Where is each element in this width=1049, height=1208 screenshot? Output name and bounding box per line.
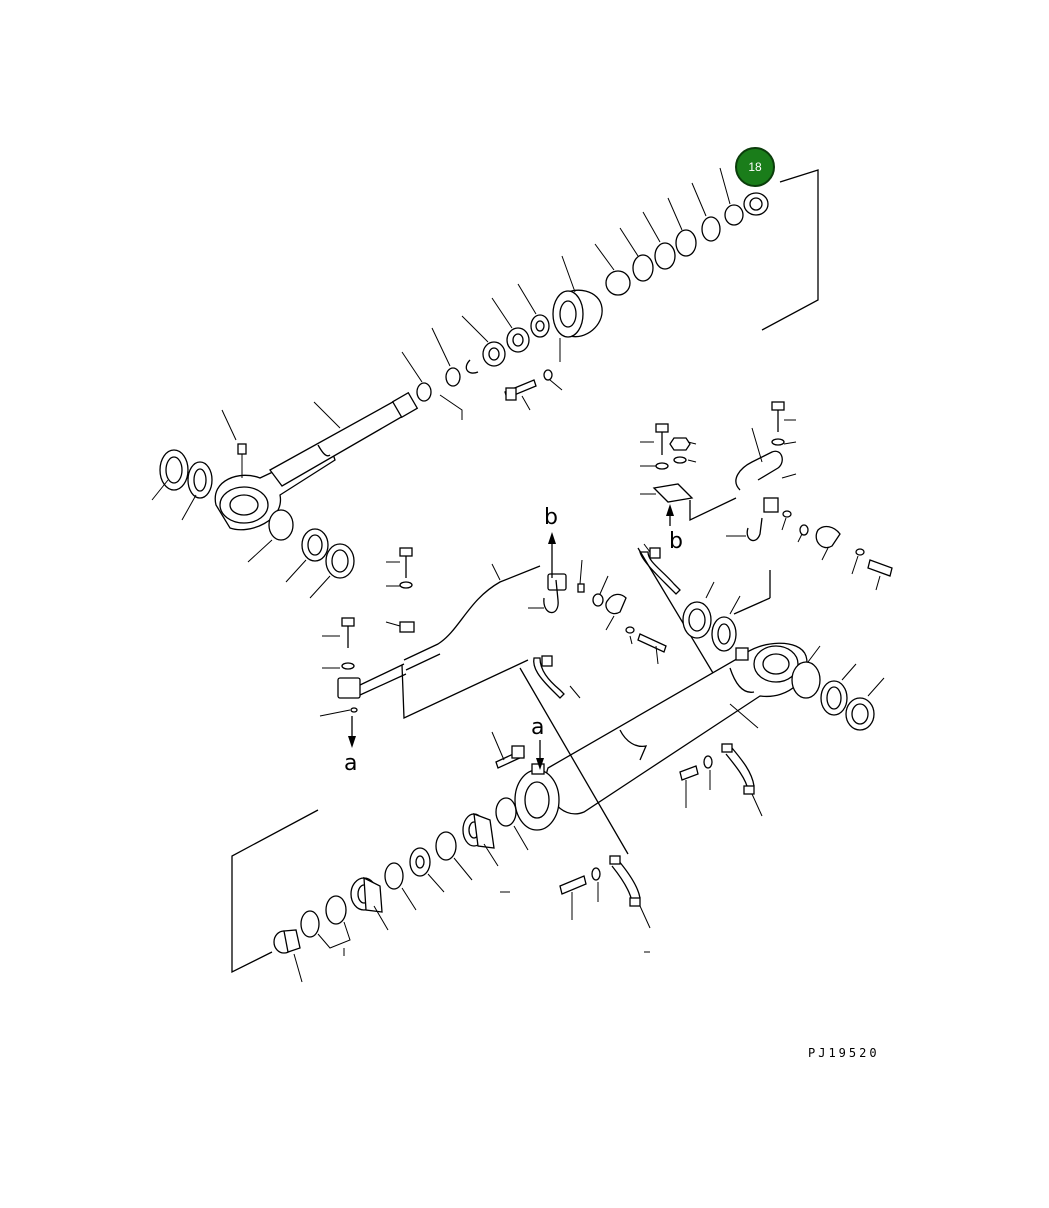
drawing-code: PJ19520 xyxy=(808,1046,880,1060)
callout-number: 18 xyxy=(748,160,762,174)
view-label-b-upper: b xyxy=(544,505,558,530)
view-label-b-lower: b xyxy=(669,529,683,554)
callout-marker[interactable]: 18 xyxy=(735,147,775,187)
piston-assembly xyxy=(231,797,650,983)
hose-bracket xyxy=(637,401,893,689)
rod-assembly xyxy=(151,167,819,599)
view-label-a-lower: a xyxy=(344,751,357,776)
piping-assembly xyxy=(319,504,681,748)
cylinder-tube xyxy=(491,581,885,929)
view-label-a-upper: a xyxy=(531,715,544,740)
